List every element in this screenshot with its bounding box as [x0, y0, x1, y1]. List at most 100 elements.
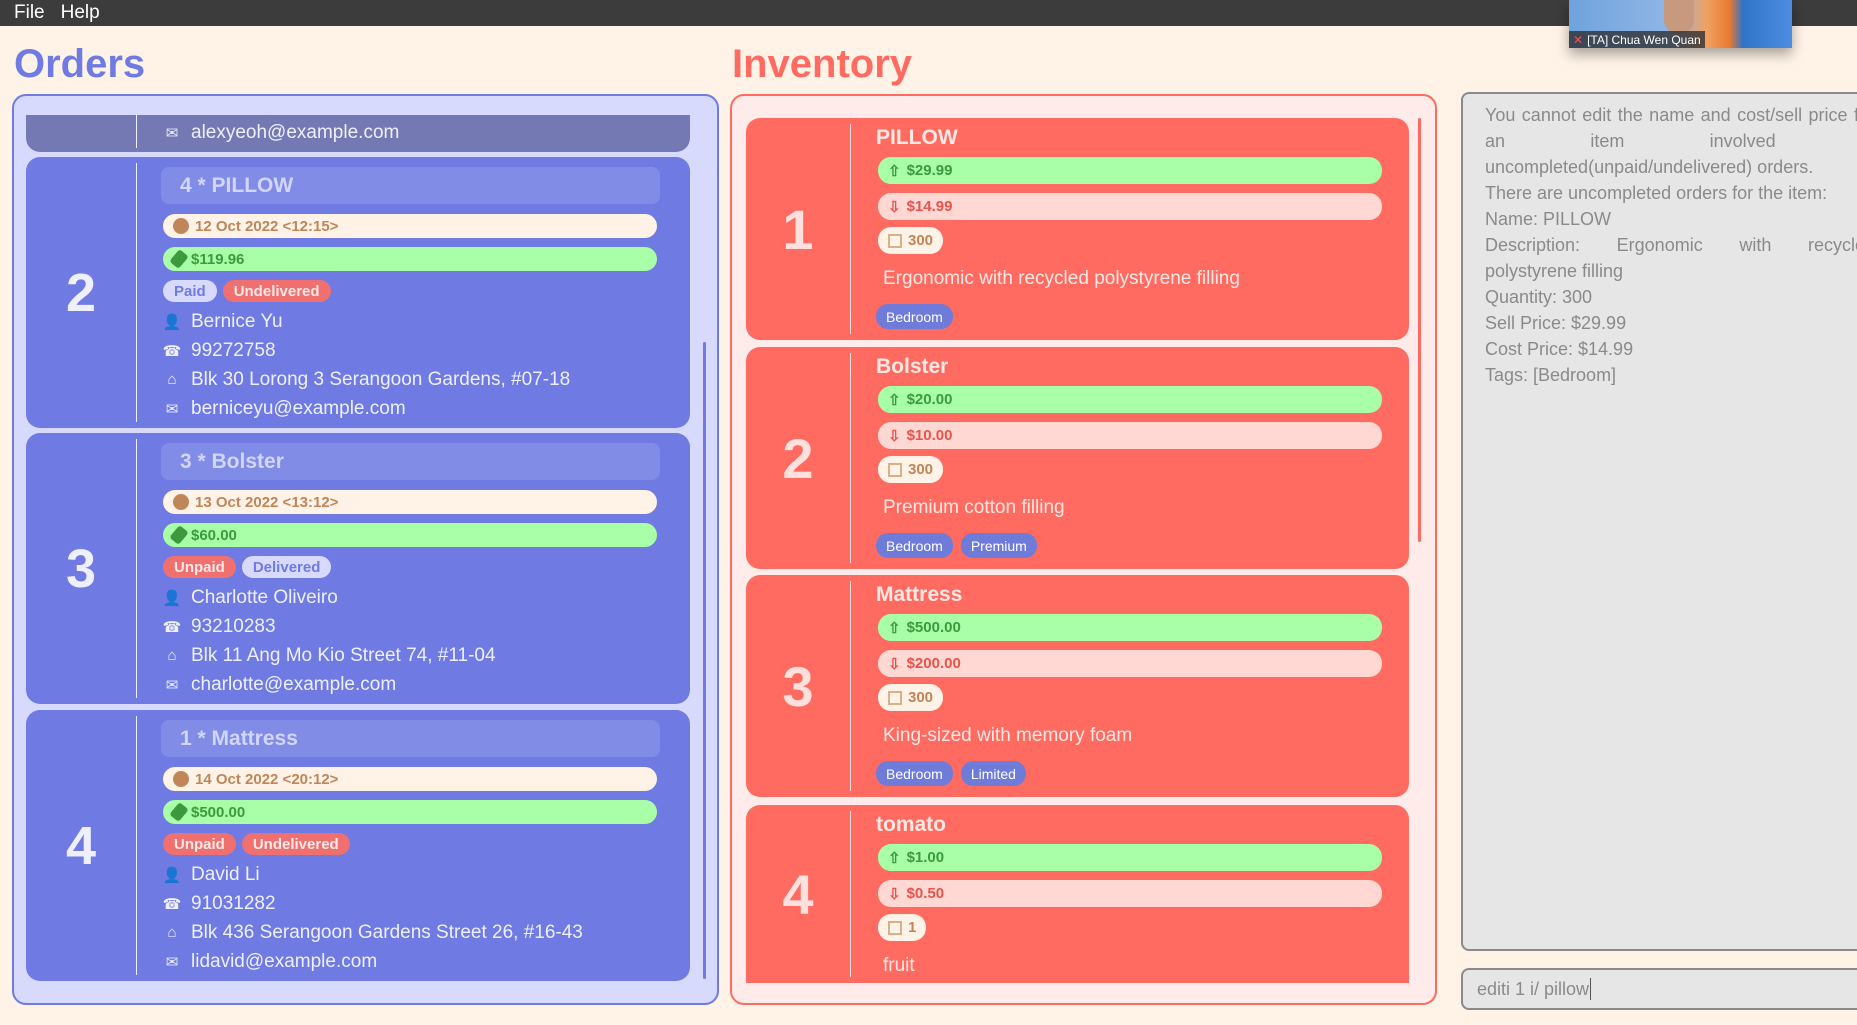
item-name: tomato [876, 813, 946, 836]
clock-icon [173, 218, 189, 234]
cost-price: ⇩$0.50 [878, 880, 1382, 907]
item-index: 4 [782, 862, 814, 926]
warehouse-cart-icon [888, 920, 902, 935]
order-title: 4 * PILLOW [161, 167, 660, 204]
command-input[interactable]: editi 1 i/ pillow [1461, 968, 1857, 1010]
order-phone: ☎99272758 [163, 336, 276, 365]
cost-price: ⇩ $10.00 [878, 422, 1382, 449]
cost-price-text: $200.00 [906, 655, 961, 672]
phone-icon: ☎ [162, 895, 182, 913]
item-description: Ergonomic with recycled polystyrene fill… [883, 268, 1240, 289]
order-price-text: $60.00 [191, 526, 237, 544]
order-price: $119.96 [163, 247, 657, 271]
email-icon: ✉ [165, 953, 179, 971]
divider [850, 811, 851, 977]
order-address: ⌂Blk 436 Serangoon Gardens Street 26, #1… [163, 918, 583, 947]
phone-icon: ☎ [162, 342, 182, 360]
orders-list[interactable]: ✉ alexyeoh@example.com 2 4 * PILLOW 12 Oct… [12, 94, 719, 1005]
item-index: 3 [782, 654, 814, 718]
quantity: 300 [878, 227, 944, 254]
video-thumbnail[interactable]: ✕ [TA] Chua Wen Quan [1569, 0, 1792, 48]
order-title: 3 * Bolster [161, 443, 660, 480]
delivery-status-badge: Undelivered [241, 833, 350, 855]
order-email: ✉ berniceyu@example.com [163, 394, 406, 423]
email-text: alexyeoh@example.com [191, 121, 400, 143]
order-date-text: 12 Oct 2022 <12:15> [195, 217, 339, 235]
divider [136, 716, 137, 975]
cost-price-text: $14.99 [906, 198, 953, 215]
participant-name: [TA] Chua Wen Quan [1587, 32, 1701, 47]
order-index: 2 [65, 262, 97, 323]
orders-scrollbar[interactable] [703, 342, 706, 979]
divider [136, 163, 137, 422]
order-card-partial[interactable]: ✉ alexyeoh@example.com [26, 115, 690, 152]
item-tag: Premium [960, 533, 1037, 558]
item-index: 1 [782, 197, 814, 261]
cost-price-down-icon: ⇩ [888, 655, 901, 673]
price-tag-icon [169, 802, 189, 822]
order-name: 👤Charlotte Oliveiro [163, 583, 338, 612]
inventory-scrollbar[interactable] [1418, 118, 1421, 542]
person-icon: 👤 [162, 866, 182, 884]
result-line: Description: Ergonomic with recycled pol… [1485, 235, 1857, 281]
divider [136, 439, 137, 698]
sell-price-up-icon: ⇧ [888, 619, 901, 637]
email-icon: ✉ [165, 400, 179, 418]
order-name-text: Charlotte Oliveiro [191, 586, 338, 608]
home-icon: ⌂ [167, 647, 177, 664]
item-name: PILLOW [876, 126, 958, 149]
result-line: Name: PILLOW [1485, 209, 1612, 229]
order-address: ⌂ Blk 11 Ang Mo Kio Street 74, #11-04 [163, 641, 496, 670]
cost-price-down-icon: ⇩ [888, 427, 901, 445]
item-tag: Bedroom [876, 533, 953, 558]
item-tags: Bedroom [876, 304, 953, 329]
sell-price-text: $29.99 [906, 162, 953, 179]
result-line: Sell Price: $29.99 [1485, 313, 1627, 333]
quantity-text: 300 [908, 461, 934, 478]
cost-price-text: $10.00 [906, 427, 953, 444]
sell-price-text: $20.00 [906, 391, 953, 408]
order-address-text: Blk 436 Serangoon Gardens Street 26, #16… [191, 921, 583, 943]
price-tag-icon [169, 249, 189, 269]
sell-price: ⇧$29.99 [878, 157, 1382, 184]
order-price-text: $500.00 [191, 803, 246, 821]
order-email-text: berniceyu@example.com [191, 397, 406, 419]
order-name: 👤David Li [163, 860, 260, 889]
menu-file[interactable]: File [14, 2, 45, 23]
result-line: Tags: [Bedroom] [1485, 365, 1617, 385]
order-price: $500.00 [163, 800, 657, 824]
sell-price-up-icon: ⇧ [888, 391, 901, 409]
result-display[interactable]: You cannot edit the name and cost/sell p… [1461, 92, 1857, 951]
order-address-text: Blk 11 Ang Mo Kio Street 74, #11-04 [191, 644, 496, 666]
item-index: 2 [782, 426, 814, 490]
quantity: 300 [878, 684, 944, 711]
result-line: Cost Price: $14.99 [1485, 339, 1634, 359]
order-phone-text: 91031282 [191, 892, 276, 914]
sell-price: ⇧$500.00 [878, 614, 1382, 641]
divider [850, 124, 851, 334]
result-text: You cannot edit the name and cost/sell p… [1485, 102, 1857, 388]
warehouse-cart-icon [888, 462, 902, 477]
phone-icon: ☎ [162, 618, 182, 636]
payment-status-badge: Unpaid [163, 833, 236, 855]
delivery-status-badge: Delivered [241, 556, 332, 578]
person-icon: 👤 [162, 313, 182, 331]
price-tag-icon [169, 525, 189, 545]
item-name: Mattress [876, 583, 963, 606]
participant-face [1664, 0, 1694, 34]
email-icon: ✉ [165, 676, 179, 694]
divider [136, 115, 137, 148]
clock-icon [173, 771, 189, 787]
menu-help[interactable]: Help [60, 2, 100, 23]
